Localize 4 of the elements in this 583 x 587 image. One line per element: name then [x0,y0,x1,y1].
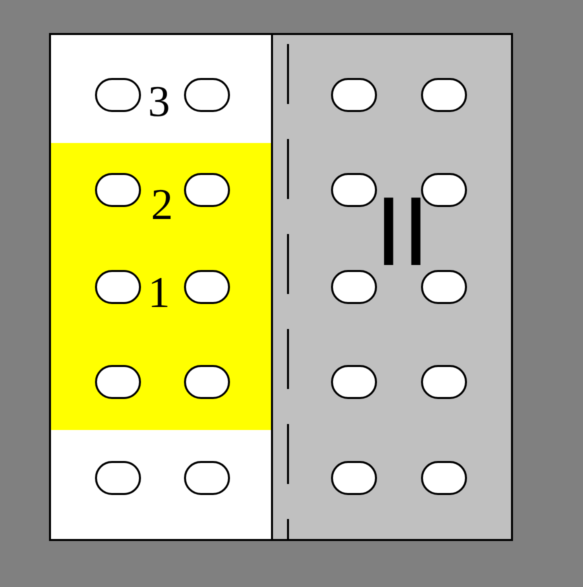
callout-number: 1 [148,271,170,315]
callout-number: 3 [148,80,170,124]
callout-number: 2 [151,183,173,227]
roman-numeral: II [375,182,430,280]
